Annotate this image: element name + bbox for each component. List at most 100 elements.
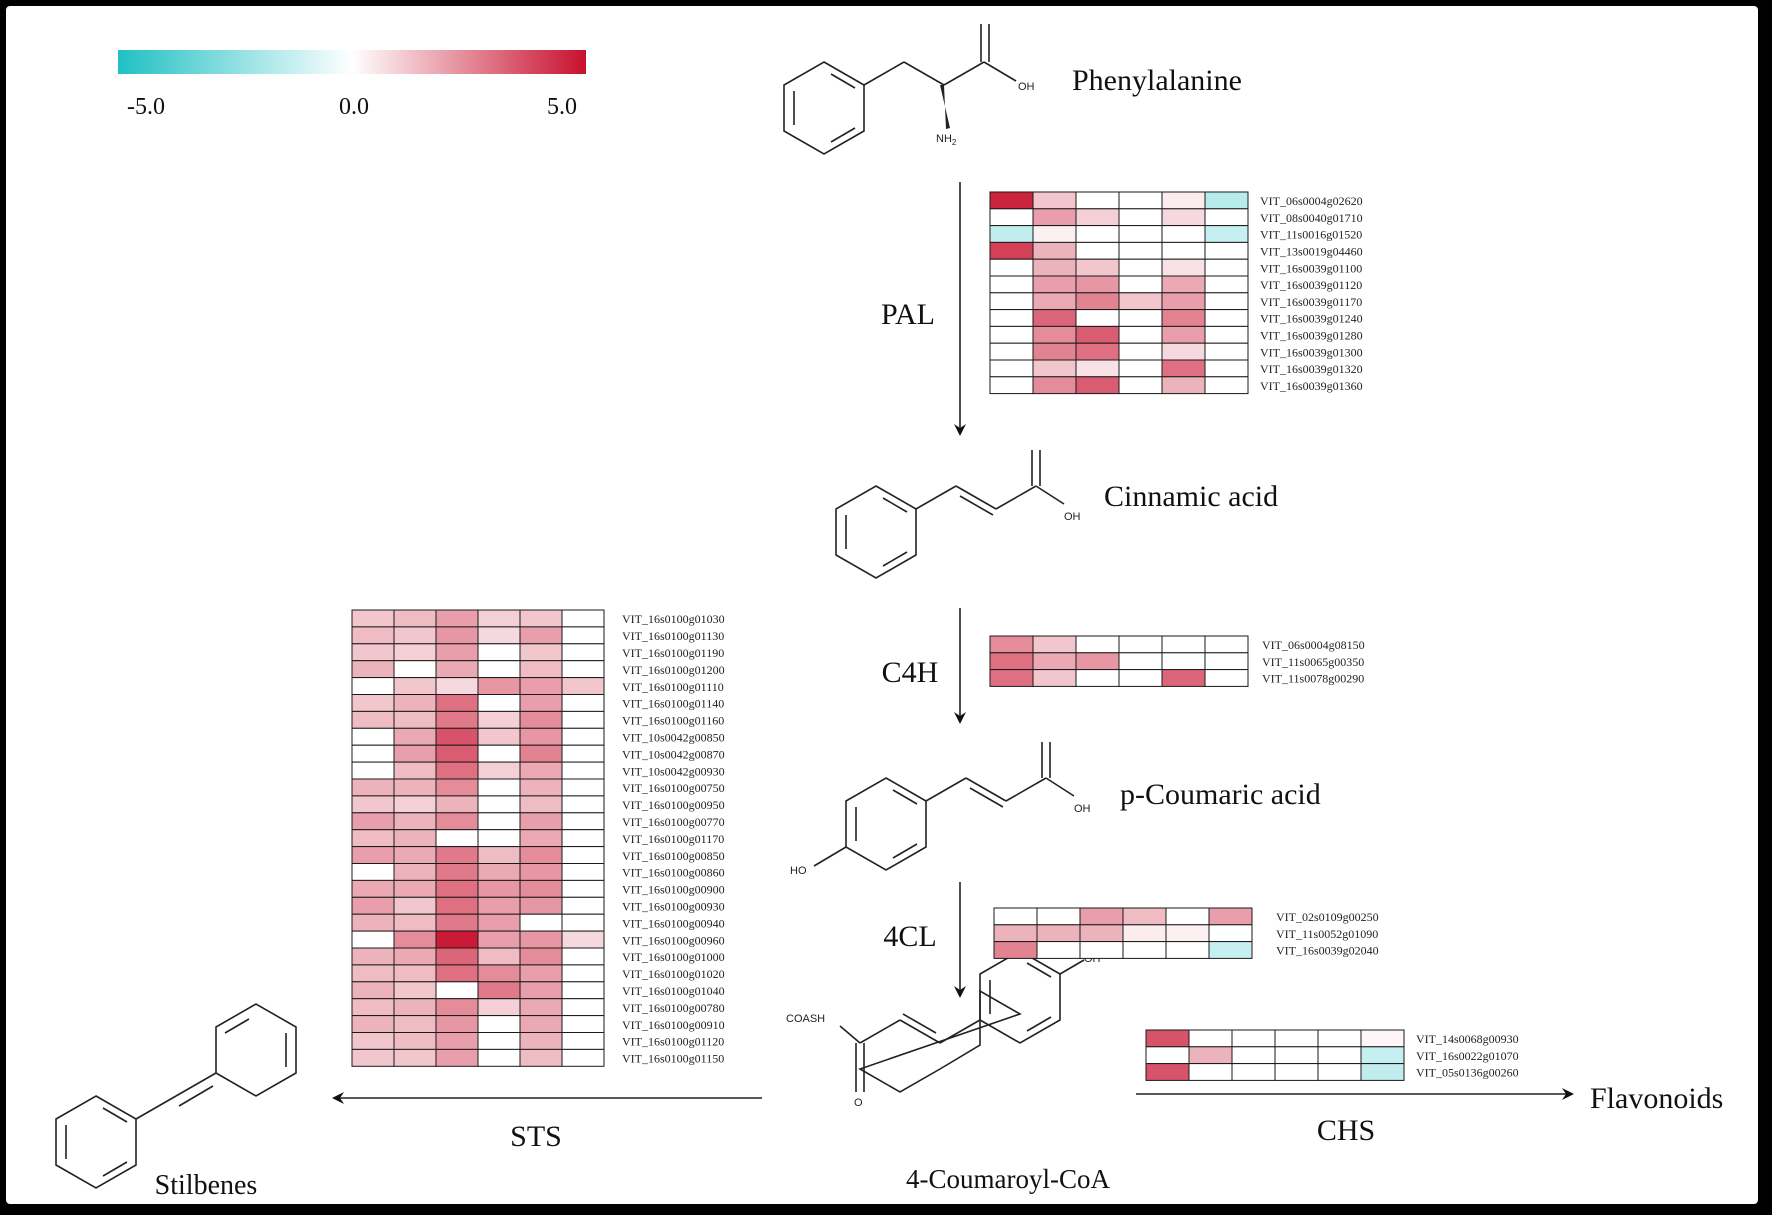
heatmap-cell [519,998,563,1017]
heatmap-cell [519,609,563,628]
heatmap-cell [351,795,395,814]
heatmap-cell [561,981,605,1000]
heatmap-cell [435,812,479,831]
gene-label: VIT_16s0100g01150 [622,1052,724,1066]
heatmap-cell [393,981,437,1000]
heatmap-cell [989,225,1034,243]
coumaroyl-coa-label: 4-Coumaroyl-CoA [906,1164,1110,1194]
heatmap-cell [1075,376,1120,395]
heatmap-cell [519,1048,563,1067]
heatmap-cell [561,694,605,712]
gene-label: VIT_16s0100g01200 [622,663,725,677]
heatmap-cell [1204,309,1249,327]
heatmap-cell [519,947,563,966]
heatmap-cell [477,710,521,729]
heatmap-cell [561,609,605,628]
heatmap-cell [1118,258,1163,277]
heatmap-cell [1274,1029,1319,1048]
heatmap-cell [351,947,395,966]
heatmap-cell [435,1015,479,1033]
legend-gradient-bar [118,50,586,74]
cinnamic-acid-label: Cinnamic acid [1104,480,1278,513]
heatmap-cell [435,863,479,881]
heatmap-cell [1032,241,1077,260]
heatmap-cell [351,626,395,645]
heatmap-cell [1161,309,1206,327]
heatmap-cell [1032,376,1077,395]
gene-label: VIT_11s0016g01520 [1260,228,1362,242]
heatmap-cell [1204,275,1249,294]
heatmap-cell [1118,225,1163,243]
heatmap-cell [561,964,605,983]
coumaroyl-coash-label: COASH [786,1013,825,1025]
heatmap-cell [393,1048,437,1067]
heatmap-cell [1032,275,1077,294]
heatmap-cell [351,609,395,628]
heatmap-cell [1032,325,1077,344]
heatmap-cell [477,761,521,780]
heatmap-cell [519,930,563,949]
heatmap-cell [1122,941,1167,959]
heatmap-cell [519,795,563,814]
heatmap-cell [393,761,437,780]
heatmap-cell [1161,241,1206,260]
heatmap-cell [351,863,395,881]
heatmap-cell [477,879,521,898]
heatmap-cell [1075,342,1120,361]
heatmap-cell [393,609,437,628]
gene-label: VIT_16s0100g00960 [622,933,725,947]
heatmap-cell [393,626,437,645]
heatmap-cell [561,1015,605,1033]
heatmap-cell [561,947,605,966]
heatmap-cell [1036,941,1081,959]
gene-label: VIT_16s0039g02040 [1276,944,1379,958]
heatmap-cell [477,660,521,679]
gene-label: VIT_16s0039g01360 [1260,379,1363,393]
heatmap-4cl: VIT_02s0109g00250VIT_11s0052g01090VIT_16… [993,907,1379,959]
heatmap-cell [561,761,605,780]
gene-label: VIT_10s0042g00870 [622,747,725,761]
heatmap-cell [477,626,521,645]
stilbene-structure [55,1003,297,1189]
heatmap-cell [393,677,437,695]
enzyme-label-pal: PAL [881,298,935,331]
heatmap-cell [477,863,521,881]
color-legend: -5.0 0.0 5.0 [118,50,586,120]
heatmap-cell [1075,652,1120,671]
heatmap-cell [561,677,605,695]
heatmap-cell [993,941,1038,959]
heatmap-cell [393,694,437,712]
heatmap-cell [351,660,395,679]
enzyme-label-c4h: C4H [882,656,939,689]
heatmap-cell [519,964,563,983]
heatmap-cell [561,863,605,881]
heatmap-cell [1204,191,1249,210]
heatmap-cell [1188,1063,1233,1081]
heatmap-cell [1165,924,1210,943]
gene-label: VIT_16s0100g00780 [622,1001,725,1015]
cinnamic-acid-structure: OH [835,450,1081,579]
stilbenes-label: Stilbenes [155,1170,258,1201]
heatmap-cell [1231,1029,1276,1048]
heatmap-cell [1161,275,1206,294]
heatmap-cell [435,896,479,915]
heatmap-cell [561,710,605,729]
heatmap-cell [989,208,1034,227]
heatmap-cell [561,744,605,763]
coumaroyl-coa-structure: OH OH O COASH [786,950,1101,1109]
flavonoids-label: Flavonoids [1590,1082,1723,1115]
gene-label: VIT_16s0039g01120 [1260,278,1362,292]
heatmap-cell [1231,1046,1276,1065]
heatmap-cell [561,626,605,645]
phenylalanine-structure: OH NH2 [783,24,1035,155]
heatmap-cell [1231,1063,1276,1081]
gene-label: VIT_10s0042g00930 [622,764,725,778]
heatmap-cell [1118,191,1163,210]
heatmap-cell [351,727,395,746]
heatmap-cell [1075,635,1120,654]
heatmap-cell [1075,208,1120,227]
p-coumaric-ho-label: HO [790,865,807,877]
heatmap-c4h: VIT_06s0004g08150VIT_11s0065g00350VIT_11… [989,635,1365,687]
gene-label: VIT_16s0100g01190 [622,646,724,660]
heatmap-cell [435,727,479,746]
